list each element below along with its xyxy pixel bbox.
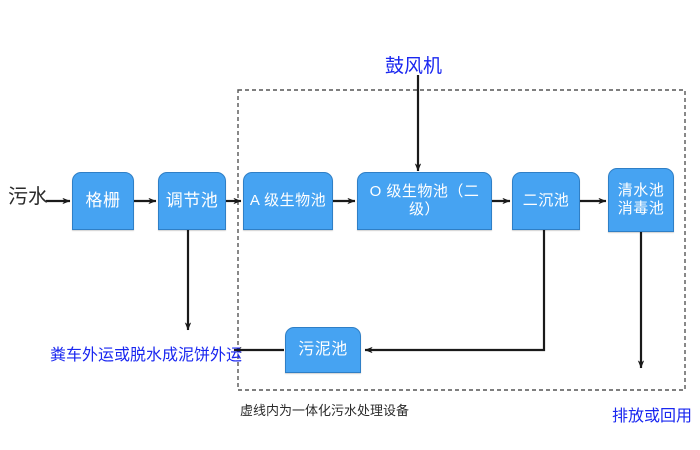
node-o-level-bioreactor[interactable]: O 级生物池（二级） [357,172,492,230]
node-a-level-bioreactor-label: A 级生物池 [249,192,327,210]
node-regulating-tank-label: 调节池 [165,190,219,210]
node-sludge-tank[interactable]: 污泥池 [285,327,361,373]
label-dashed-box-caption: 虚线内为一体化污水处理设备 [240,403,410,418]
label-blower: 鼓风机 [385,56,443,77]
node-clearwater-disinfection-tank[interactable]: 清水池 消毒池 [608,168,674,232]
node-secondary-settling-tank-label: 二沉池 [522,192,570,210]
node-a-level-bioreactor[interactable]: A 级生物池 [243,172,333,230]
node-sludge-tank-label: 污泥池 [298,340,348,358]
node-secondary-settling-tank[interactable]: 二沉池 [512,172,580,230]
node-grating[interactable]: 格栅 [72,172,134,230]
label-influent-wastewater: 污水 [8,186,48,208]
node-regulating-tank[interactable]: 调节池 [158,172,226,230]
integrated-equipment-dashed-boundary [237,89,686,391]
node-o-level-bioreactor-label: O 级生物池（二级） [369,183,480,218]
node-grating-label: 格栅 [85,190,121,210]
connector-secondary-to-sludge-tank [364,230,546,354]
label-discharge-or-reuse: 排放或回用 [612,408,693,425]
label-sludge-removal: 粪车外运或脱水成泥饼外运 [50,347,243,364]
node-clearwater-disinfection-tank-label: 清水池 消毒池 [617,182,665,217]
